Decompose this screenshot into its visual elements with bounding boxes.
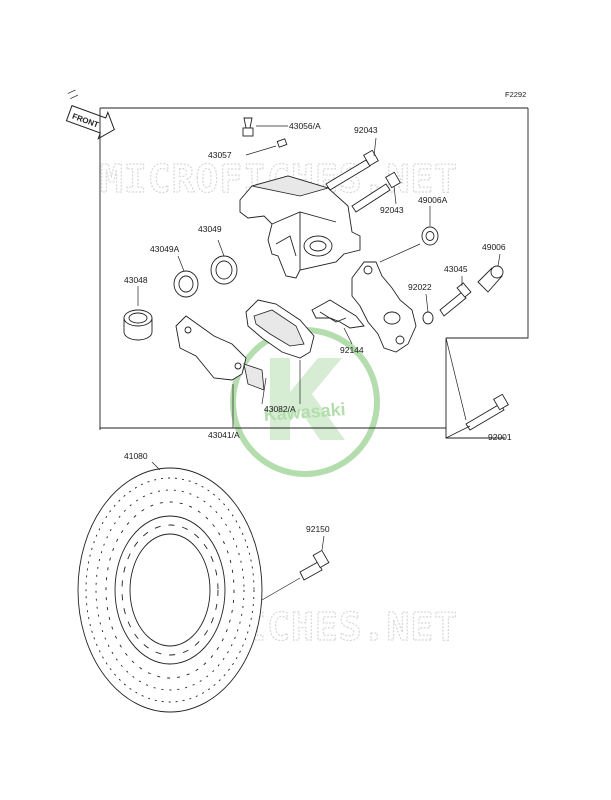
diagram-code: F2292	[505, 90, 526, 99]
mounting-bolt	[445, 393, 509, 439]
label-92001: 92001	[488, 432, 512, 442]
label-43045: 43045	[444, 264, 468, 274]
label-43049a: 43049A	[150, 244, 180, 254]
front-arrow-icon: FRONT	[65, 89, 115, 140]
label-43057: 43057	[208, 150, 232, 160]
label-92043-lower: 92043	[380, 205, 404, 215]
brake-disc	[77, 461, 263, 713]
brake-pad-inner	[175, 315, 247, 381]
label-92150: 92150	[306, 524, 330, 534]
collar	[421, 206, 439, 246]
cap	[245, 138, 288, 156]
caliper-body	[239, 175, 361, 279]
pin	[439, 276, 472, 317]
disc-bolt	[261, 535, 330, 601]
sleeve	[477, 253, 504, 293]
bleed-valve	[242, 117, 288, 137]
label-92144: 92144	[340, 345, 364, 355]
caliper-bolt-lower	[351, 171, 401, 213]
piston-seal	[210, 239, 238, 285]
caliper-bolt-upper	[325, 137, 379, 191]
brake-pad-outer	[245, 299, 315, 359]
leader-92001-frame	[445, 337, 467, 421]
dust-seal	[173, 255, 199, 298]
pad-spring	[311, 299, 365, 345]
washer	[422, 293, 434, 325]
label-49006: 49006	[482, 242, 506, 252]
caliper-bracket	[351, 243, 421, 353]
label-41080: 41080	[124, 451, 148, 461]
label-92043-upper: 92043	[354, 125, 378, 135]
label-43048: 43048	[124, 275, 148, 285]
label-92022: 92022	[408, 282, 432, 292]
label-43041: 43041/A	[208, 430, 240, 440]
brake-pad-lower	[243, 363, 265, 391]
leader-43082	[261, 377, 267, 405]
label-49006a: 49006A	[418, 195, 448, 205]
label-43082: 43082/A	[264, 404, 296, 414]
piston	[123, 286, 153, 341]
label-43049: 43049	[198, 224, 222, 234]
label-43056: 43056/A	[289, 121, 321, 131]
